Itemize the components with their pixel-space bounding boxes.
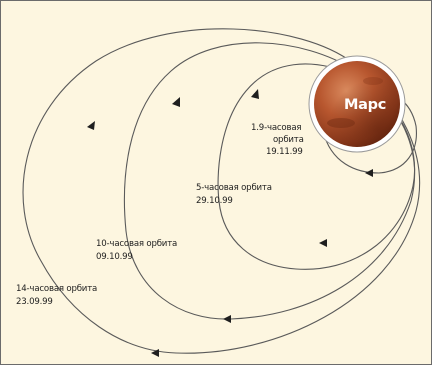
orbit-10h-date: 09.10.99 (96, 252, 133, 262)
orbit-1-9h-arrow-icon (365, 169, 373, 177)
orbit-10h-path (123, 42, 416, 320)
orbit-5h-label: 5-часовая орбита (196, 183, 272, 193)
orbit-1-9h-period: 1.9-часовая (251, 123, 301, 133)
orbit-14h-path (22, 28, 421, 354)
planet-shade (314, 61, 400, 147)
orbit-1-9h-suffix: орбита (273, 135, 304, 145)
orbit-10h-arrow-bottom-icon (223, 315, 231, 323)
orbit-5h-path (217, 63, 416, 270)
planet-surface-mark (327, 118, 355, 128)
mars-planet: Марс (308, 55, 406, 153)
planet-surface-mark (363, 77, 383, 85)
orbit-1-9h-date: 19.11.99 (266, 147, 303, 157)
orbit-5h-arrow-icon (251, 89, 259, 99)
orbit-10h-label: 10-часовая орбита (96, 239, 177, 249)
orbit-14h-arrow-bottom-icon (151, 349, 159, 357)
orbit-14h-date: 23.09.99 (16, 297, 53, 307)
orbit-5h-arrow-bottom-icon (319, 239, 327, 247)
orbit-10h-arrow-icon (172, 97, 180, 107)
planet-name: Марс (344, 97, 386, 113)
orbit-5h-date: 29.10.99 (196, 196, 233, 206)
orbit-14h-label: 14-часовая орбита (16, 284, 97, 294)
orbit-14h-arrow-icon (87, 121, 95, 130)
